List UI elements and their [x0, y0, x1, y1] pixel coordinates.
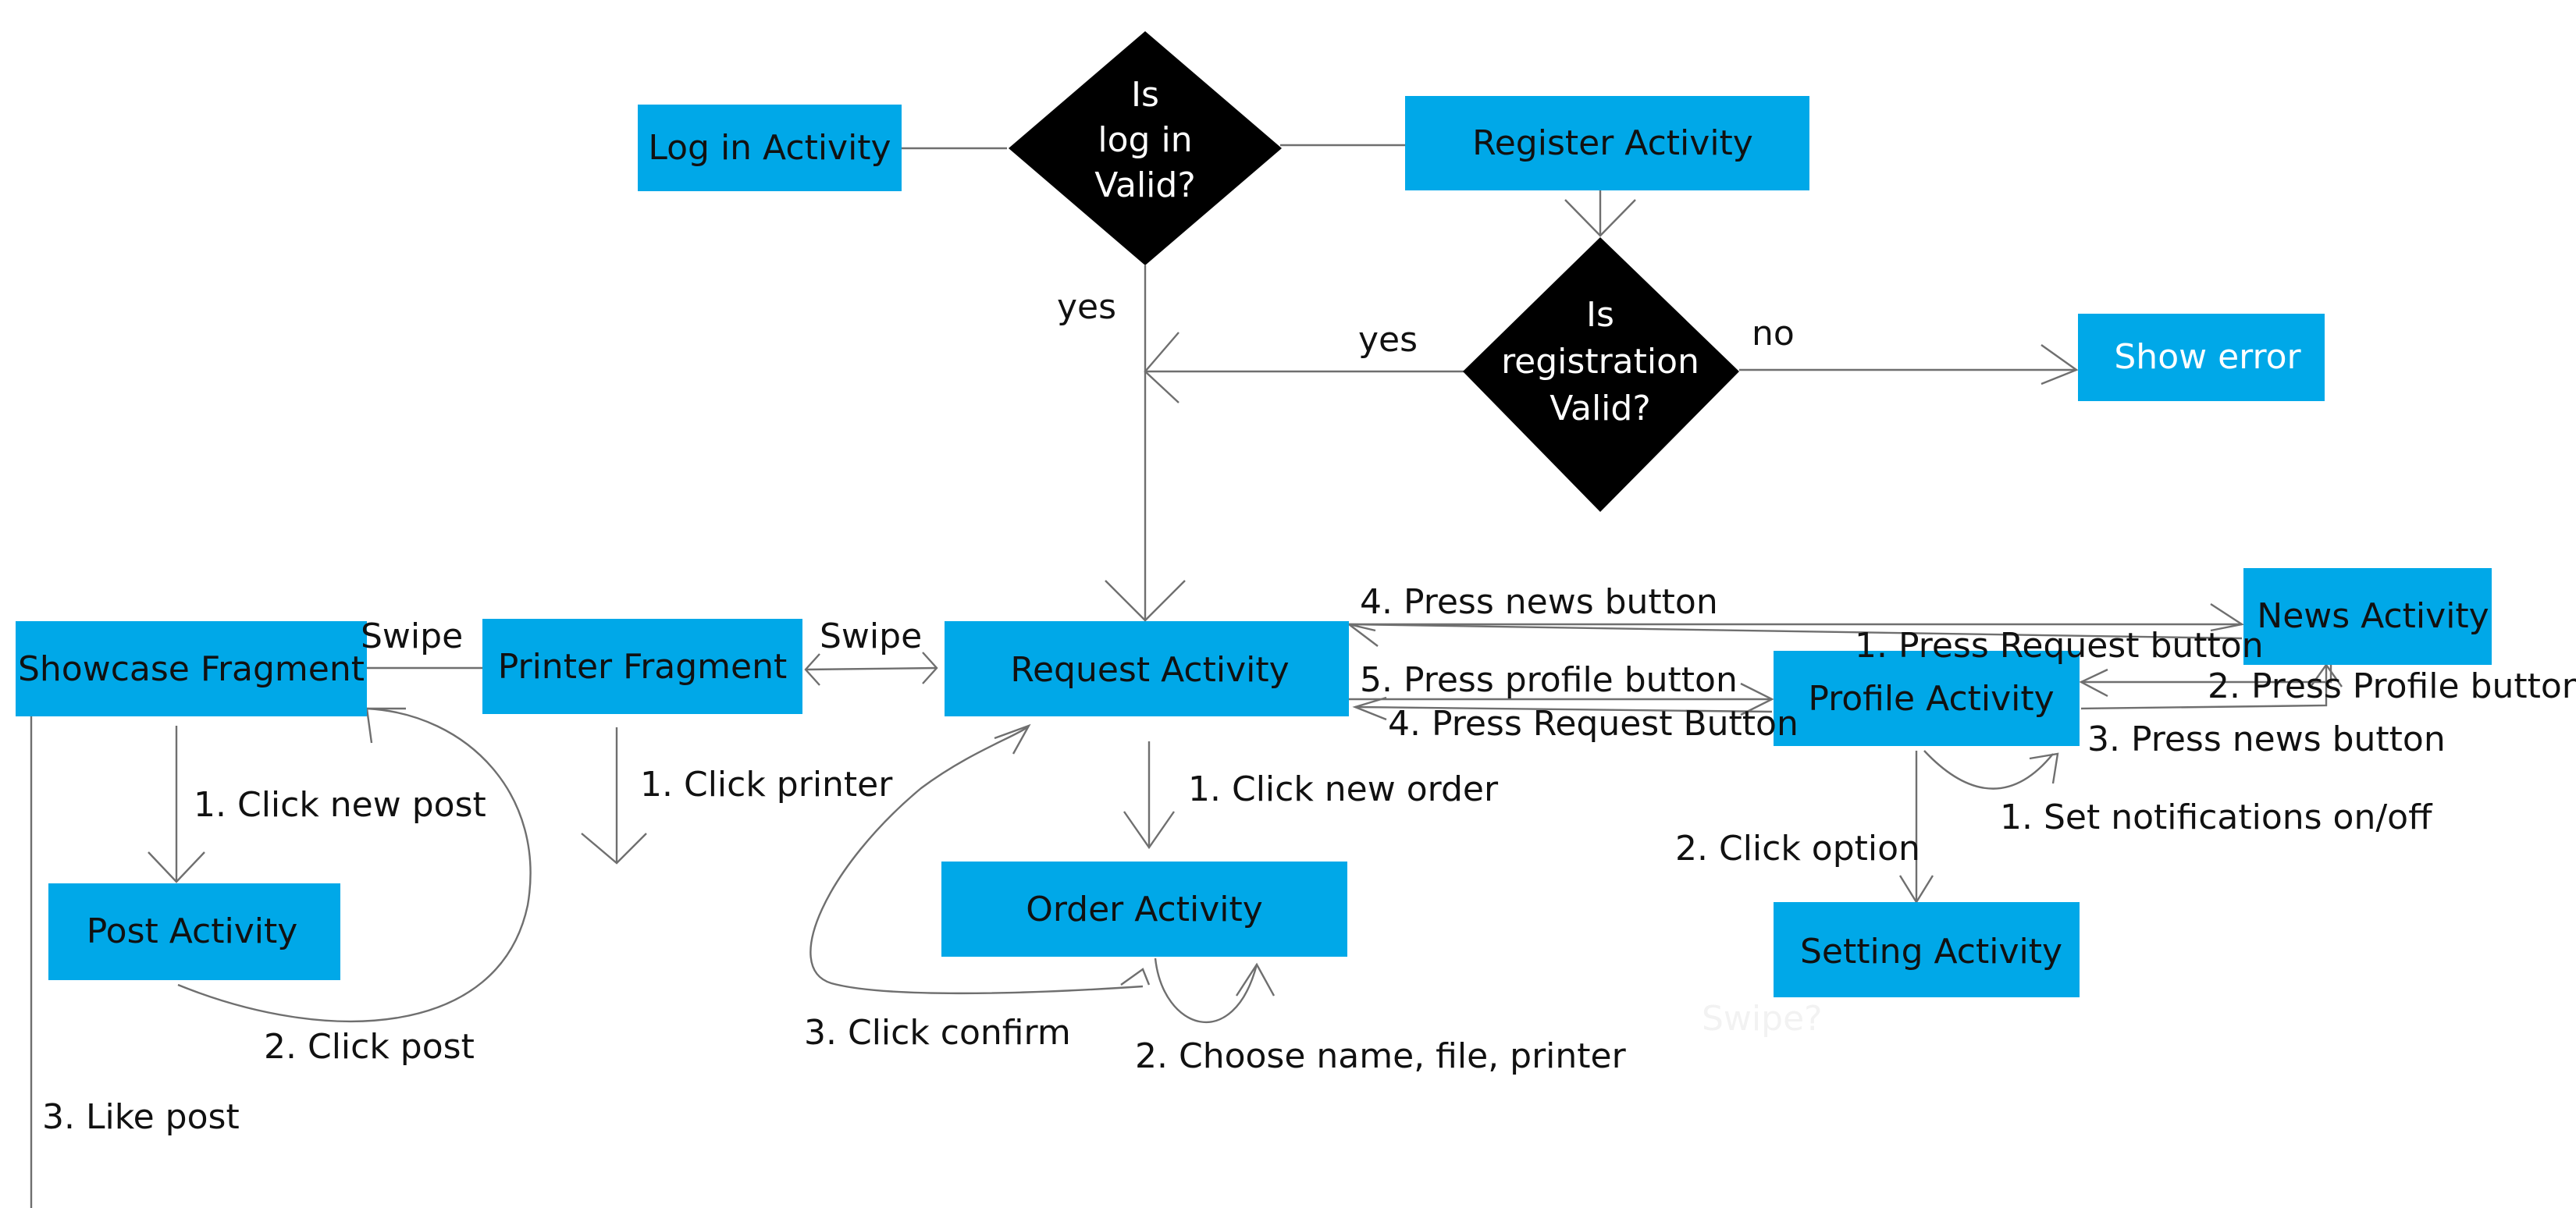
login-activity-rect [638, 105, 902, 191]
edge-post-showcase [177, 707, 532, 1022]
arrowhead-regdecision-yes [1144, 332, 1179, 403]
boxes: Log in Activity Register Activity Show e… [16, 96, 2492, 997]
order-activity-label: Order Activity [1026, 890, 1263, 929]
label-click-new-order: 1. Click new order [1188, 769, 1499, 809]
label-swipe-left: Swipe [361, 616, 463, 656]
registration-valid-diamond [1463, 237, 1739, 512]
edge-labels: yes yes no Swipe Swipe 4. Press news but… [42, 287, 2576, 1137]
decisions: Is log in Valid? Is registration Valid? [1009, 31, 1739, 512]
label-yes-registration: yes [1358, 320, 1418, 360]
label-set-notifications: 1. Set notifications on/off [2000, 798, 2433, 837]
arrowhead-order-request [994, 723, 1031, 755]
printer-fragment-label: Printer Fragment [498, 647, 788, 687]
arrowhead-news-profile-left [2079, 668, 2108, 698]
arrowhead-request-news [2210, 602, 2245, 632]
label-press-profile-news: 2. Press Profile button [2208, 666, 2576, 706]
post-activity-box: Post Activity [48, 883, 340, 980]
arrowhead-register-regdecision [1564, 199, 1636, 237]
label-faint-swipe: Swipe? [1702, 999, 1823, 1039]
arrowhead-request-order [1123, 811, 1175, 850]
setting-activity-label: Setting Activity [1800, 932, 2062, 972]
login-valid-diamond [1009, 31, 1282, 265]
arrowhead-printer-left [804, 653, 820, 686]
printer-fragment-box: Printer Fragment [482, 619, 802, 714]
arrowhead-news-request [1348, 623, 1379, 647]
edge-order-request [809, 727, 1144, 995]
show-error-box: Show error [2078, 314, 2325, 401]
label-yes-login: yes [1057, 287, 1116, 327]
arrowhead-order-tick [1120, 968, 1151, 986]
label-press-news-profile: 3. Press news button [2087, 719, 2446, 759]
news-activity-rect [2243, 568, 2492, 665]
registration-valid-line3: Valid? [1550, 389, 1650, 428]
edges [30, 144, 2343, 1208]
register-activity-box: Register Activity [1405, 96, 1809, 190]
order-activity-box: Order Activity [941, 862, 1347, 957]
edge-printer-request [805, 666, 938, 671]
login-activity-box: Log in Activity [638, 105, 902, 191]
label-click-confirm: 3. Click confirm [804, 1013, 1071, 1053]
login-valid-decision: Is log in Valid? [1009, 31, 1282, 265]
profile-activity-box: Profile Activity [1774, 651, 2080, 746]
arrowhead-profile-selfloop [2029, 752, 2059, 784]
edge-order-selfloop [1154, 958, 1258, 1024]
login-valid-line1: Is [1131, 75, 1159, 115]
login-activity-label: Log in Activity [648, 128, 891, 168]
label-click-new-post: 1. Click new post [194, 785, 486, 825]
news-activity-box: News Activity [2243, 568, 2492, 665]
request-activity-rect [945, 621, 1349, 716]
register-activity-rect [1405, 96, 1809, 190]
label-swipe-right: Swipe [820, 616, 922, 656]
order-activity-rect [941, 862, 1347, 957]
printer-fragment-rect [482, 619, 802, 714]
arrowhead-showcase-post [148, 851, 205, 883]
login-valid-line3: Valid? [1094, 165, 1195, 205]
arrowhead-regdecision-no [2041, 344, 2079, 385]
edge-profile-request [1354, 705, 1773, 713]
registration-valid-line1: Is [1586, 295, 1614, 335]
arrowhead-order-selfloop [1235, 962, 1276, 997]
label-no-registration: no [1752, 314, 1795, 354]
setting-activity-rect [1774, 902, 2080, 997]
label-choose-name: 2. Choose name, file, printer [1135, 1036, 1627, 1076]
arrowhead-logindecision-request [1105, 580, 1186, 622]
profile-activity-label: Profile Activity [1808, 679, 2054, 719]
request-activity-label: Request Activity [1010, 650, 1289, 690]
edge-profile-news [2080, 665, 2328, 710]
login-valid-line2: log in [1098, 120, 1192, 160]
showcase-fragment-rect [16, 621, 367, 716]
registration-valid-decision: Is registration Valid? [1463, 237, 1739, 512]
post-activity-rect [48, 883, 340, 980]
register-activity-label: Register Activity [1472, 123, 1753, 163]
post-activity-label: Post Activity [87, 911, 298, 951]
label-press-profile-request: 5. Press profile button [1360, 660, 1738, 700]
arrowhead-request-left [922, 652, 938, 684]
show-error-rect [2078, 314, 2325, 401]
label-click-option: 2. Click option [1675, 829, 1920, 869]
request-activity-box: Request Activity [945, 621, 1349, 716]
registration-valid-line2: registration [1501, 342, 1699, 382]
label-press-request-profile: 4. Press Request Button [1388, 704, 1799, 744]
showcase-fragment-box: Showcase Fragment [16, 621, 367, 716]
arrowhead-printer-click [581, 833, 647, 865]
show-error-label: Show error [2114, 337, 2301, 377]
label-click-printer: 1. Click printer [640, 765, 893, 805]
showcase-fragment-label: Showcase Fragment [18, 649, 365, 689]
profile-activity-rect [1774, 651, 2080, 746]
arrowhead-profile-request [1352, 696, 1387, 721]
arrowhead-request-profile [1740, 682, 1774, 716]
label-click-post: 2. Click post [264, 1027, 475, 1067]
label-press-request-news: 1. Press Request button [1855, 626, 2264, 666]
setting-activity-box: Setting Activity [1774, 902, 2080, 997]
label-press-news: 4. Press news button [1360, 582, 1718, 622]
edge-profile-selfloop [1923, 750, 2054, 790]
edge-news-request [1348, 623, 2243, 640]
label-like-post: 3. Like post [42, 1097, 240, 1137]
news-activity-label: News Activity [2257, 596, 2489, 636]
